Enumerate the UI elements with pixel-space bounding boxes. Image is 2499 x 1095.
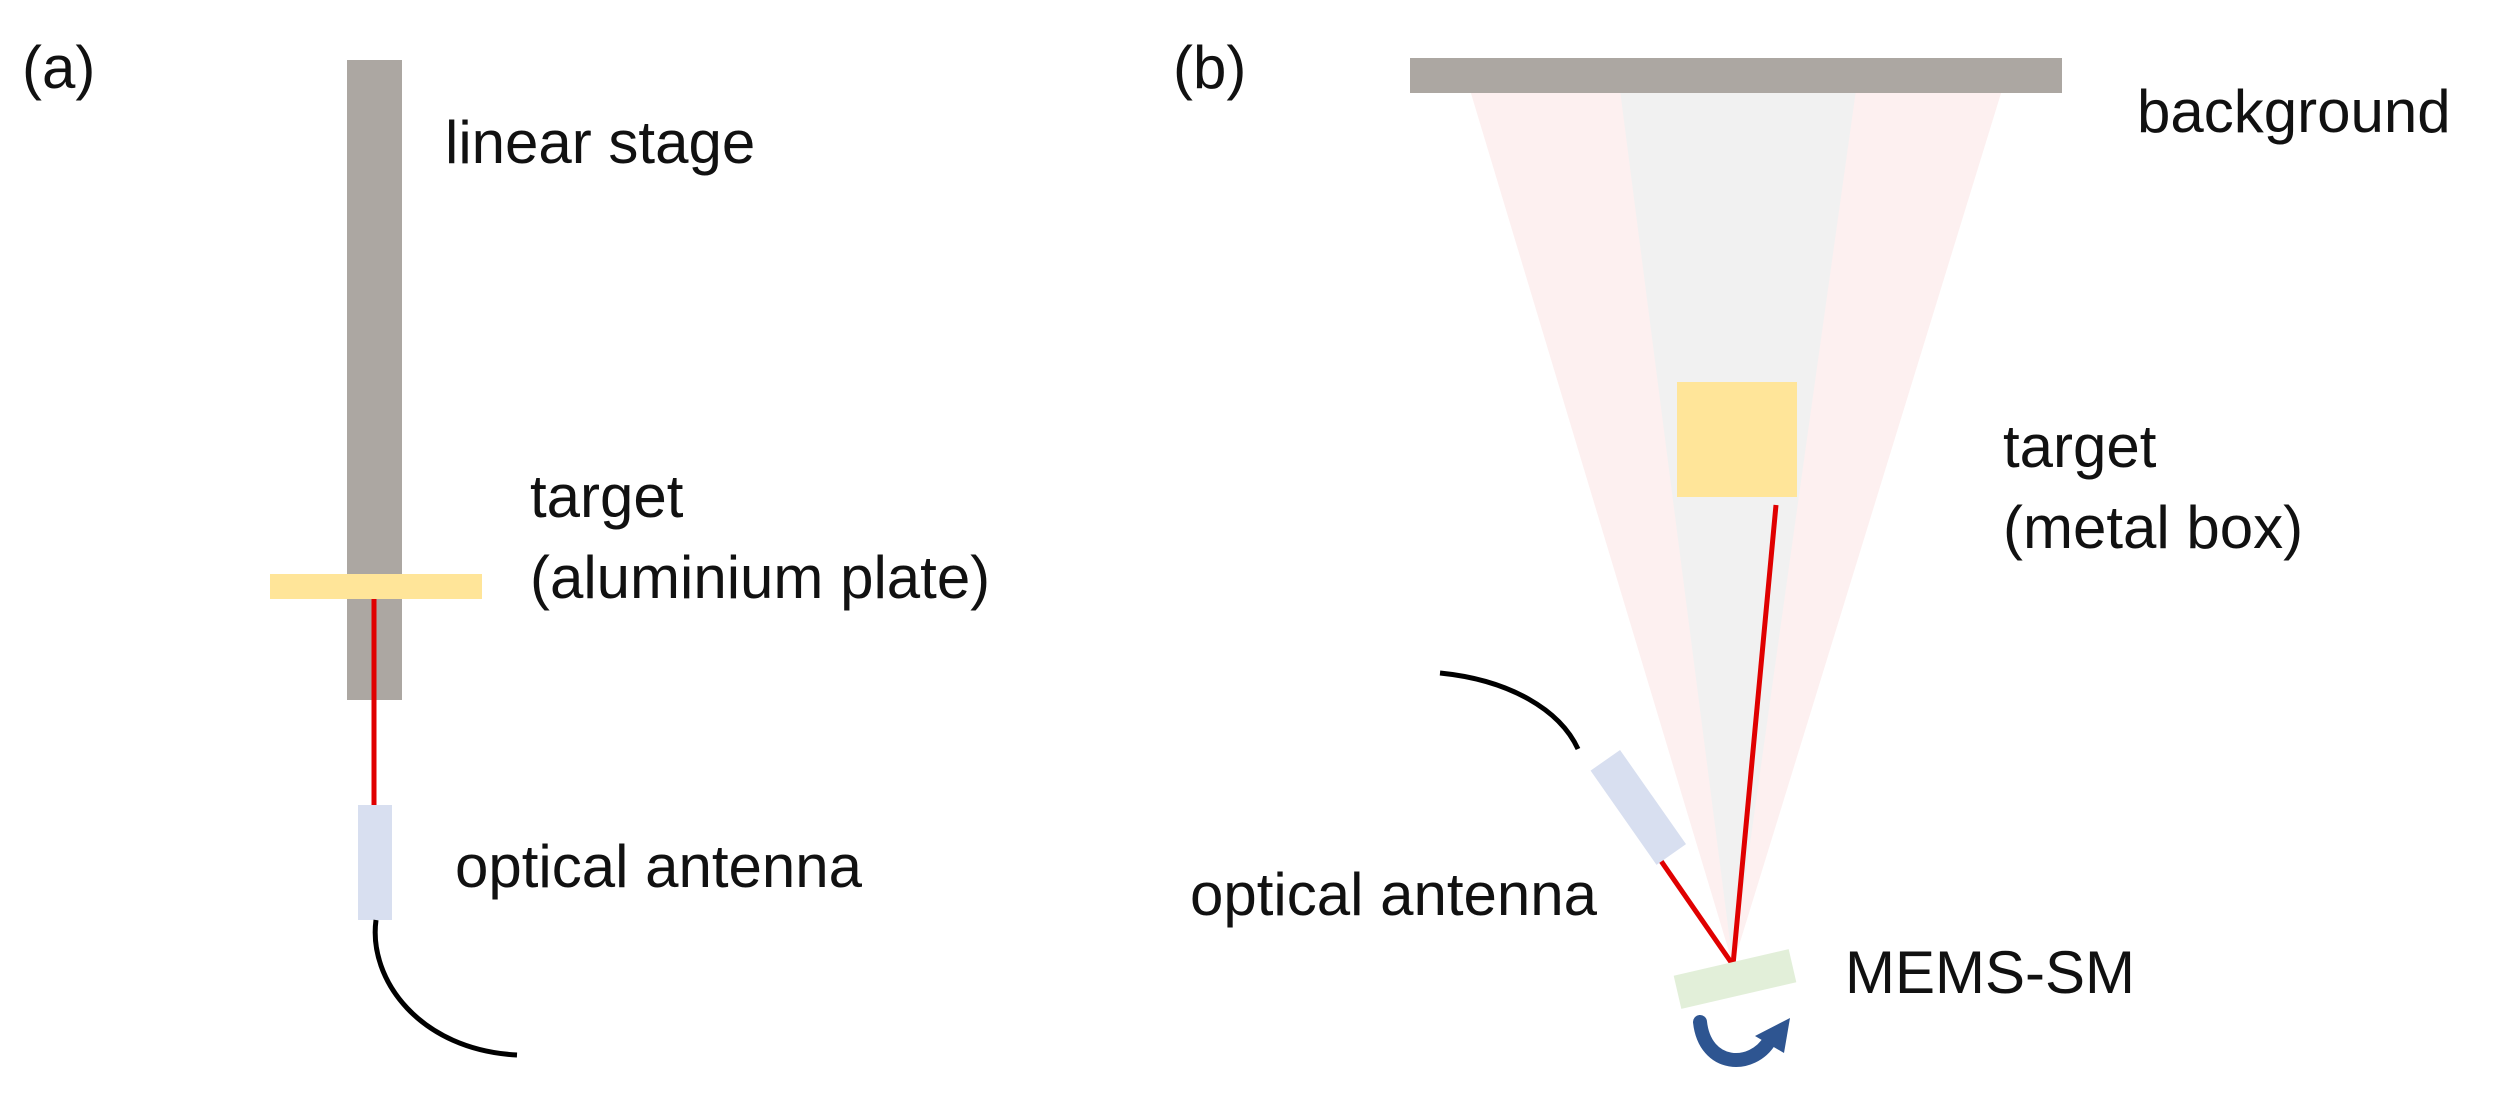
panel-a-tag: (a) [22,34,95,101]
background-plate [1410,58,2062,93]
aluminium-plate-target [270,574,482,599]
target-label-a-line1: target [530,463,684,530]
optical-antenna-a [358,805,392,920]
laser-beam-to-target [1730,504,1779,966]
target-label-b-line1: target [2003,413,2157,480]
laser-beam-from-antenna [1647,843,1736,967]
background-label: background [2137,78,2451,145]
metal-box-target [1677,382,1797,497]
fiber-cable-b [1439,670,1581,751]
linear-stage-label: linear stage [445,109,755,176]
mems-sm-label: MEMS-SM [1845,939,2135,1006]
mems-mirror [1673,949,1797,1009]
target-label-a-line2: (aluminium plate) [530,544,990,611]
optical-antenna-b [1590,749,1687,865]
scan-fan-inner [1620,90,1856,965]
target-label-b-line2: (metal box) [2003,494,2303,561]
panel-b-tag: (b) [1173,34,1246,101]
optical-antenna-label-b: optical antenna [1190,861,1598,928]
panel-a: (a) linear stage target (aluminium plate… [22,34,990,1058]
optical-antenna-label-a: optical antenna [455,833,863,900]
panel-b: (b) background target (metal box) optica… [1173,34,2451,1067]
rotation-arrow-icon [1693,1015,1790,1067]
fiber-cable-a [372,919,518,1058]
